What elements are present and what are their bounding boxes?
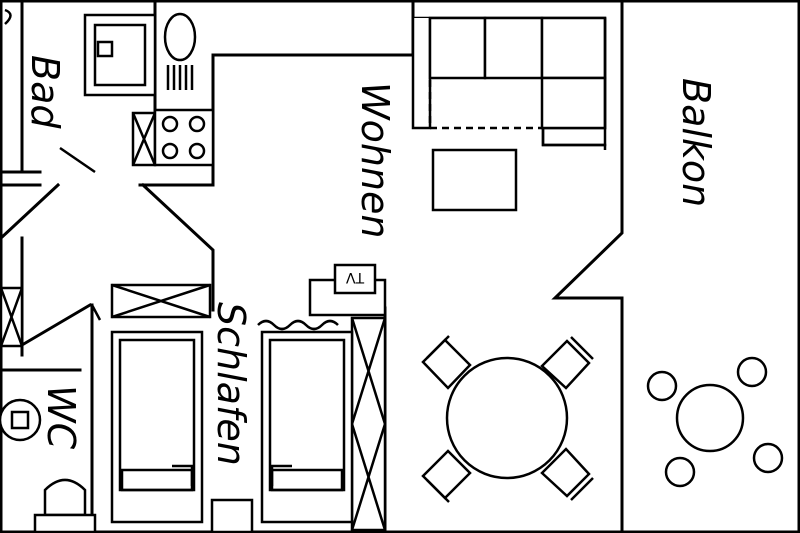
living-top-wall xyxy=(211,0,415,57)
door-bedroom xyxy=(90,304,102,321)
balcony-chair xyxy=(752,442,784,474)
balcony-chair xyxy=(646,370,678,402)
bath-bottom-wall xyxy=(0,170,42,187)
room-label-balcony: Balkon xyxy=(674,78,718,207)
dining-chairs xyxy=(421,335,594,503)
room-label-living: Wohnen xyxy=(353,82,397,238)
shower-tray xyxy=(83,13,157,97)
wardrobe-right xyxy=(350,316,387,532)
radiator xyxy=(166,65,194,90)
corner-sofa xyxy=(411,16,607,150)
hall-diagonal-left xyxy=(0,182,61,241)
bed-right xyxy=(260,330,354,524)
tv xyxy=(333,263,377,295)
bedside-table xyxy=(210,498,254,533)
shower-drain xyxy=(96,40,114,58)
balcony-chair xyxy=(736,356,768,388)
curtain xyxy=(257,319,339,331)
stove-burner xyxy=(188,142,206,160)
room-label-bedroom: Schlafen xyxy=(209,302,253,466)
room-label-wc: WC xyxy=(39,385,83,450)
bath-door-arc xyxy=(4,8,12,25)
balcony-table xyxy=(675,383,745,453)
hall-cabinet-cross xyxy=(0,287,24,347)
shower-inner xyxy=(93,23,147,87)
stove xyxy=(153,108,215,167)
balcony-chair xyxy=(664,456,696,488)
washbasin xyxy=(163,12,197,62)
tv-label: TV xyxy=(346,269,366,285)
wc-basin-tap xyxy=(10,410,30,430)
room-label-bath: Bad xyxy=(23,55,67,129)
kitchen-right-wall xyxy=(138,53,215,187)
stove-burner xyxy=(161,115,179,133)
bed-left xyxy=(110,330,204,524)
stove-burner xyxy=(161,142,179,160)
dining-table xyxy=(445,356,569,480)
hall-diagonal-right xyxy=(140,182,215,312)
toilet-tank xyxy=(33,513,97,533)
stove-burner xyxy=(188,115,206,133)
toilet xyxy=(43,478,87,517)
kitchen-cabinet-cross xyxy=(131,112,157,166)
wc-top-wall xyxy=(0,302,93,372)
door-bath xyxy=(59,146,96,174)
coffee-table xyxy=(431,148,518,212)
balcony-wall xyxy=(551,0,624,533)
wardrobe-top-cross xyxy=(111,283,211,319)
